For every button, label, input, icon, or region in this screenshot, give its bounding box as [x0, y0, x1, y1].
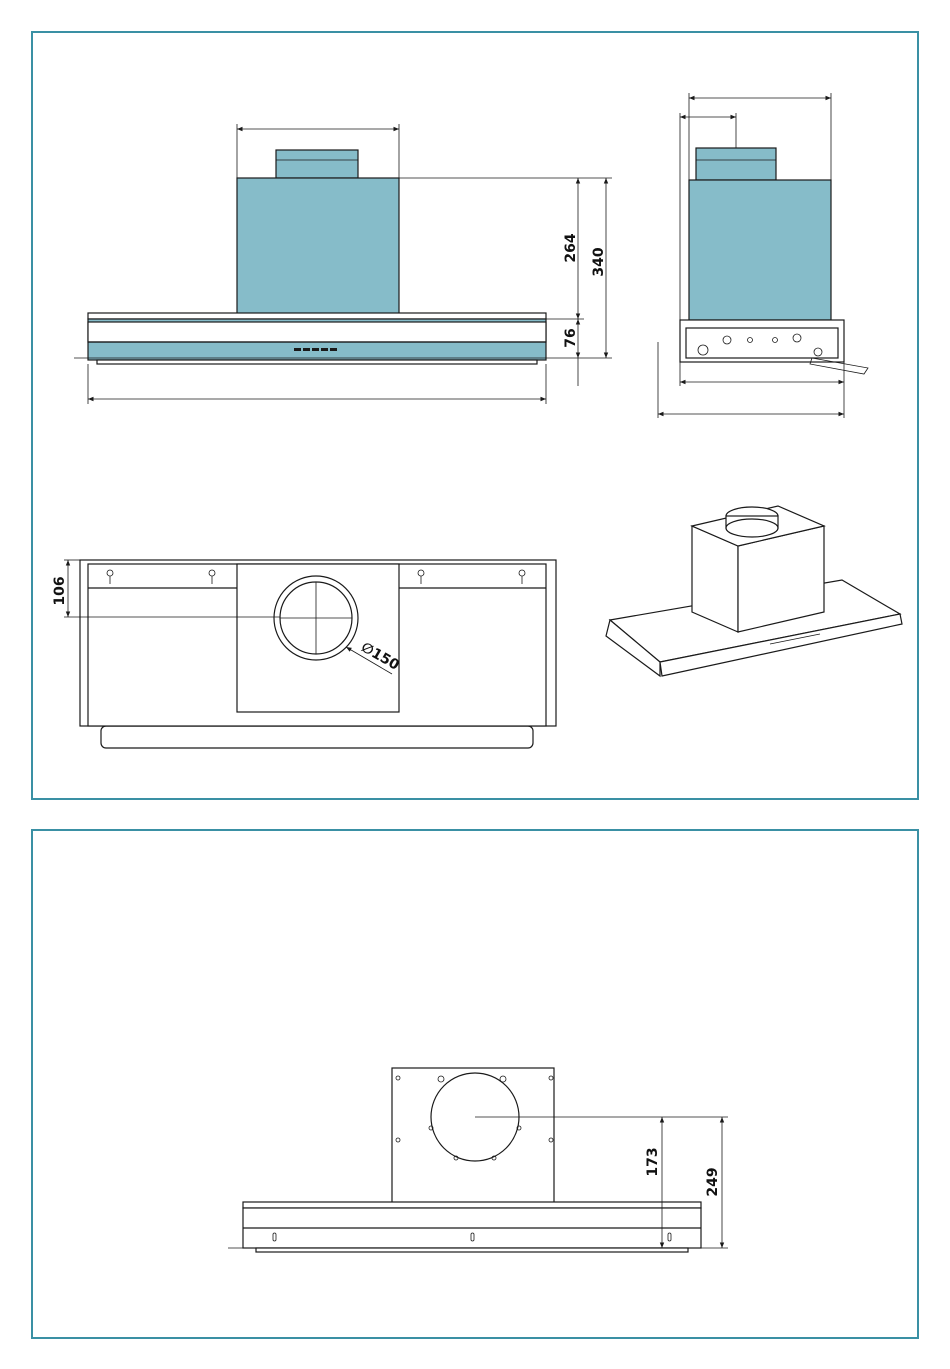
- front-outlet-collar: [276, 150, 358, 178]
- bottom-view-motor-plate: [237, 564, 399, 712]
- dim-76-label: 76: [563, 328, 579, 347]
- side-motor-box: [689, 180, 831, 320]
- front-view: 264 76 340: [74, 124, 612, 404]
- rear-canopy-strip: [243, 1202, 701, 1208]
- front-control-buttons: [294, 348, 337, 351]
- front-bottom-strip: [97, 360, 537, 364]
- bottom-view: 106 ∅150: [52, 560, 556, 748]
- rear-view: 173 249: [228, 1068, 728, 1252]
- dim-264-label: 264: [563, 233, 579, 262]
- isometric-view: [606, 506, 902, 676]
- side-outlet-collar: [696, 148, 776, 180]
- dim-106-label: 106: [52, 576, 68, 605]
- front-canopy-band: [88, 322, 546, 342]
- front-motor-box: [237, 178, 399, 319]
- dim-340-label: 340: [591, 247, 607, 276]
- side-view: [658, 93, 868, 418]
- rear-bottom-strip: [256, 1248, 688, 1252]
- dim-249-label: 249: [705, 1167, 721, 1196]
- front-canopy-top-strip: [88, 313, 546, 319]
- bottom-view-trim: [101, 726, 533, 748]
- rear-motor-box: [392, 1068, 554, 1208]
- dim-173-label: 173: [645, 1147, 661, 1176]
- side-canopy-panel: [686, 328, 838, 358]
